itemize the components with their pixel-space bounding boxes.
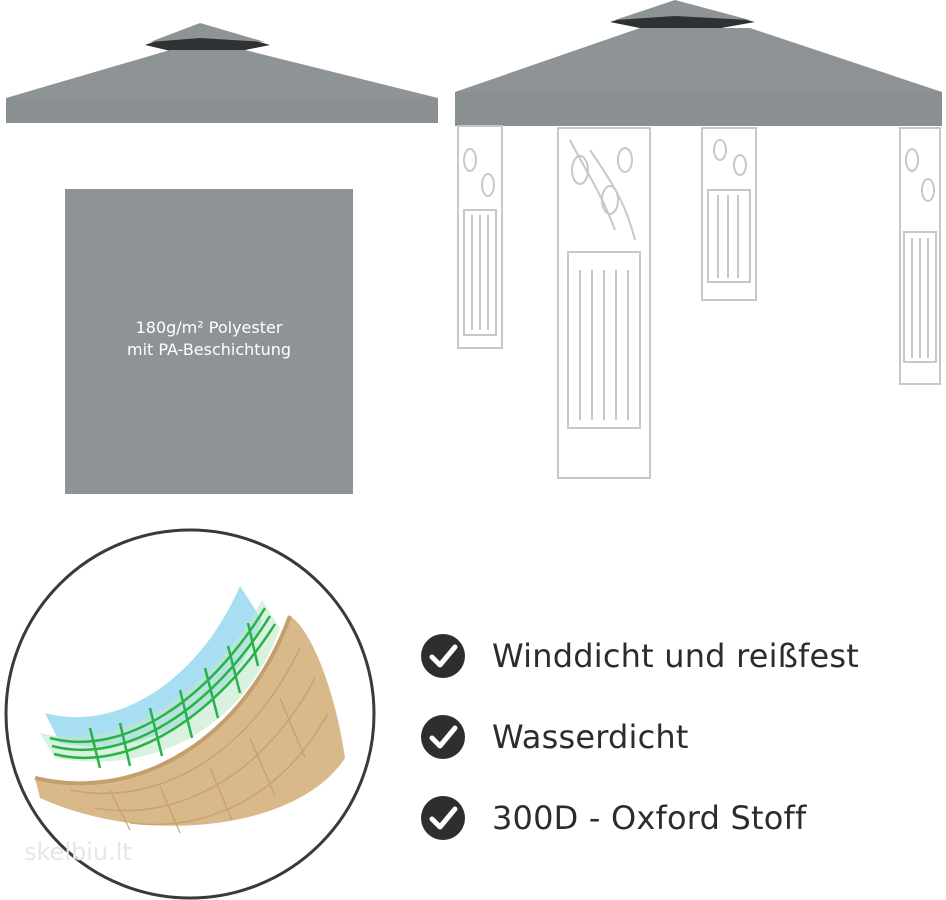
fabric-swatch: 180g/m² Polyester mit PA-Beschichtung — [65, 189, 353, 494]
fabric-base-layer — [34, 615, 345, 834]
watermark: skelbiu.lt — [24, 838, 132, 866]
roof-top-vent-cover — [615, 0, 750, 20]
material-layers-illustration — [4, 528, 376, 900]
swatch-caption-line-1: 180g/m² Polyester — [135, 318, 283, 337]
feature-item: Wasserdicht — [420, 696, 940, 777]
mesh-layer — [40, 600, 280, 769]
feature-list: Winddicht und reißfest Wasserdicht 300D … — [420, 615, 940, 858]
roof-valance — [455, 92, 942, 126]
gazebo-illustration — [455, 0, 942, 479]
roof-valance — [6, 98, 438, 123]
roof-top-vent — [145, 25, 270, 52]
check-circle-icon — [421, 714, 465, 759]
feature-label: Winddicht und reißfest — [492, 636, 860, 675]
feature-item: 300D - Oxford Stoff — [420, 777, 940, 858]
feature-label: 300D - Oxford Stoff — [492, 798, 807, 837]
roof-panel — [455, 28, 942, 92]
check-circle-icon — [421, 633, 465, 678]
roof-top-vent-cover — [150, 23, 265, 42]
gazebo-frame — [457, 125, 941, 479]
swatch-caption-line-2: mit PA-Beschichtung — [127, 340, 291, 359]
feature-item: Winddicht und reißfest — [420, 615, 940, 696]
check-circle-icon — [421, 795, 465, 840]
roof-panel — [6, 50, 438, 98]
feature-label: Wasserdicht — [492, 717, 689, 756]
swatch-caption: 180g/m² Polyester mit PA-Beschichtung — [65, 317, 353, 361]
gazebo-roof-canopy — [6, 23, 438, 123]
